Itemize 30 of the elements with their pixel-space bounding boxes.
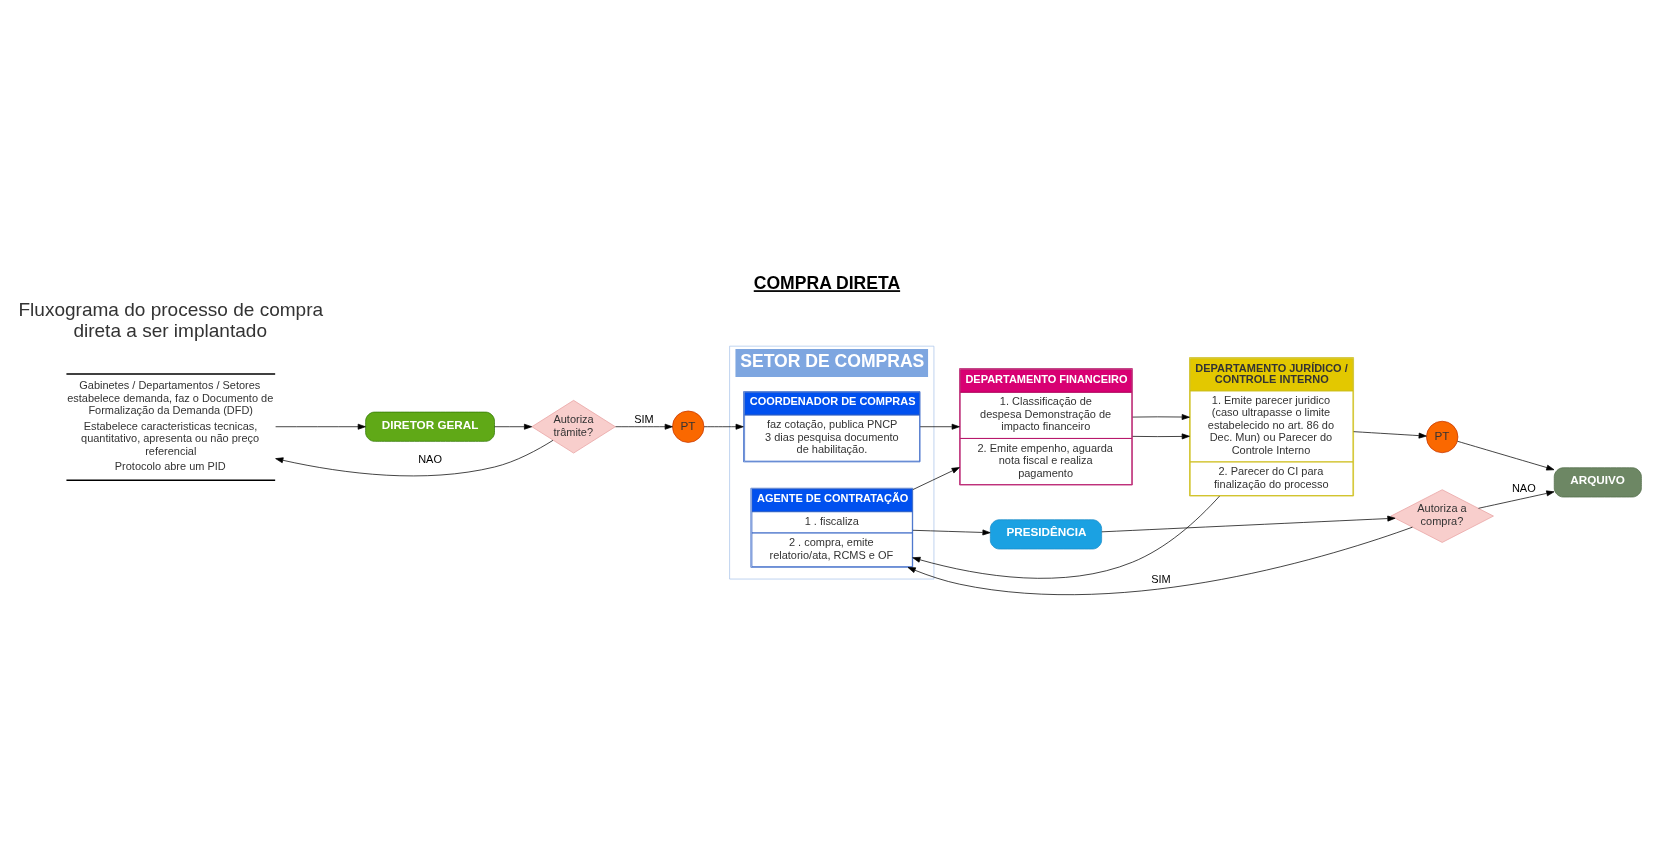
node-circle: PT xyxy=(1426,420,1459,453)
arrow xyxy=(1101,515,1396,532)
arrow xyxy=(1132,433,1190,439)
arrow xyxy=(912,529,991,535)
arrow xyxy=(907,526,1413,595)
arrow xyxy=(275,423,366,430)
arrow xyxy=(615,423,673,430)
node-diamond: Autoriza trâmite? xyxy=(531,399,616,453)
node-box: ARQUIVO xyxy=(1553,466,1642,497)
arrow xyxy=(275,439,554,476)
arrow xyxy=(912,495,1220,579)
node-diamond: Autoriza a compra? xyxy=(1390,488,1494,543)
arrow xyxy=(1457,440,1555,470)
edge-label: SIM xyxy=(1151,572,1171,585)
label: Fluxograma do processo de compra direta a ser implantado xyxy=(18,298,324,341)
edge-label: SIM xyxy=(634,412,654,425)
node-circle: PT xyxy=(672,410,705,443)
arrow xyxy=(1132,413,1190,420)
node-box: PRESIDÊNCIA xyxy=(989,518,1102,549)
arrow xyxy=(1478,490,1555,509)
arrow xyxy=(919,423,960,430)
arrow xyxy=(912,466,960,490)
edge-label: NAO xyxy=(1511,481,1536,494)
node-box: DIRETOR GERAL xyxy=(365,411,495,442)
arrow xyxy=(1353,430,1427,439)
arrow xyxy=(703,423,744,430)
arrow xyxy=(494,423,533,430)
edge-label: NAO xyxy=(418,452,442,465)
diagram-title: COMPRA DIRETA xyxy=(753,272,901,293)
node-text: Gabinetes / Departamentos / Setores estabelece demanda, faz o Documento de Formalização da Demanda (DFD) Estabelece caracteristicas tecnicas, quantitativo, apresenta ou não preço referencial Protocolo abre um PID xyxy=(67,378,274,472)
